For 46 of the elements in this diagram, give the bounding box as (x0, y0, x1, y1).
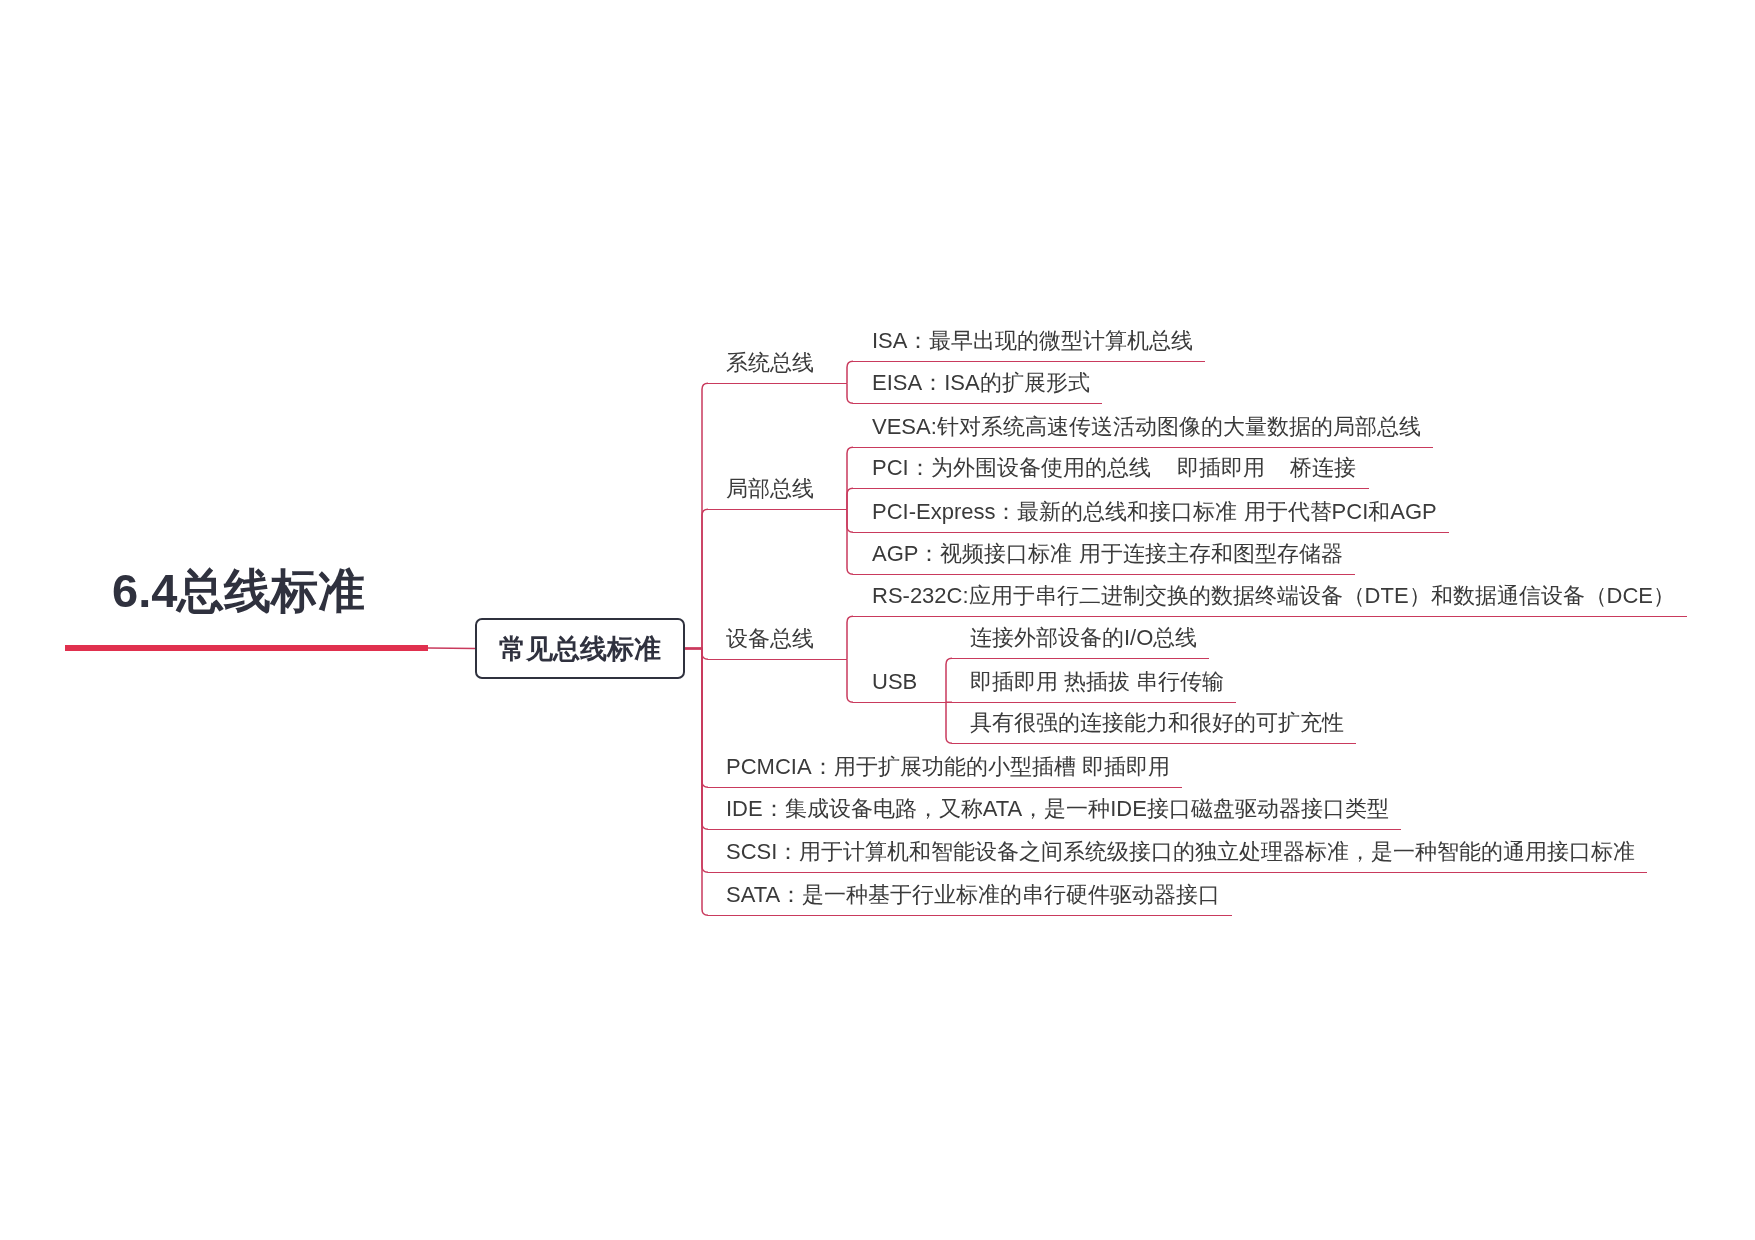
underlined-topic (853, 412, 1433, 448)
topic-label: PCI-Express：最新的总线和接口标准 用于代替PCI和AGP (872, 498, 1437, 526)
underlined-topic (952, 708, 1356, 744)
underlined-topic (853, 581, 1688, 617)
topic-box (475, 618, 685, 679)
connector-line (846, 508, 854, 575)
connector-line (427, 647, 476, 650)
topic-label: SATA：是一种基于行业标准的串行硬件驱动器接口 (726, 881, 1221, 909)
topic-label: 局部总线 (726, 475, 814, 503)
connector-line (846, 658, 854, 703)
connector-line (846, 382, 854, 404)
topic-label: EISA：ISA的扩展形式 (872, 369, 1090, 397)
topic-title: 6.4总线标准 (112, 563, 366, 619)
topic-label: 具有很强的连接能力和很好的可扩充性 (970, 709, 1344, 737)
topic-label: PCMCIA：用于扩展功能的小型插槽 即插即用 (726, 753, 1170, 781)
topic-label: ISA：最早出现的微型计算机总线 (872, 327, 1194, 355)
connector-line (846, 487, 854, 510)
topic-label: USB (872, 668, 918, 696)
topic-label: 常见总线标准 (499, 632, 661, 666)
underlined-topic (708, 794, 1401, 830)
topic-label: 即插即用 热插拔 串行传输 (970, 668, 1225, 696)
connector-line (846, 615, 854, 660)
connector-line (945, 701, 953, 703)
underlined-topic (853, 368, 1102, 404)
connector-line (684, 647, 709, 916)
underlined-topic (952, 623, 1210, 659)
underlined-topic (708, 880, 1233, 916)
topic-label: 系统总线 (726, 349, 814, 377)
connector-line (945, 701, 953, 744)
topic-label: RS-232C:应用于串行二进制交换的数据终端设备（DTE）和数据通信设备（DCE） (872, 582, 1676, 610)
topic-label: VESA:针对系统高速传送活动图像的大量数据的局部总线 (872, 413, 1421, 441)
underlined-topic (853, 453, 1369, 489)
topic-label: AGP：视频接口标准 用于连接主存和图型存储器 (872, 540, 1343, 568)
underlined-topic (708, 474, 847, 510)
underlined-topic (708, 752, 1182, 788)
underlined-topic (853, 539, 1355, 575)
connector-line (945, 657, 953, 703)
topic-label: SCSI：用于计算机和智能设备之间系统级接口的独立处理器标准，是一种智能的通用接口标准 (726, 838, 1636, 866)
underlined-topic (708, 837, 1648, 873)
underlined-topic (708, 348, 847, 384)
topic-label: PCI：为外围设备使用的总线 即插即用 桥连接 (872, 454, 1357, 482)
topic-label: 设备总线 (726, 625, 814, 653)
connector-line (846, 360, 854, 384)
topic-label: IDE：集成设备电路，又称ATA，是一种IDE接口磁盘驱动器接口类型 (726, 795, 1389, 823)
underlined-topic (853, 497, 1449, 533)
topic-label: 连接外部设备的I/O总线 (970, 624, 1198, 652)
